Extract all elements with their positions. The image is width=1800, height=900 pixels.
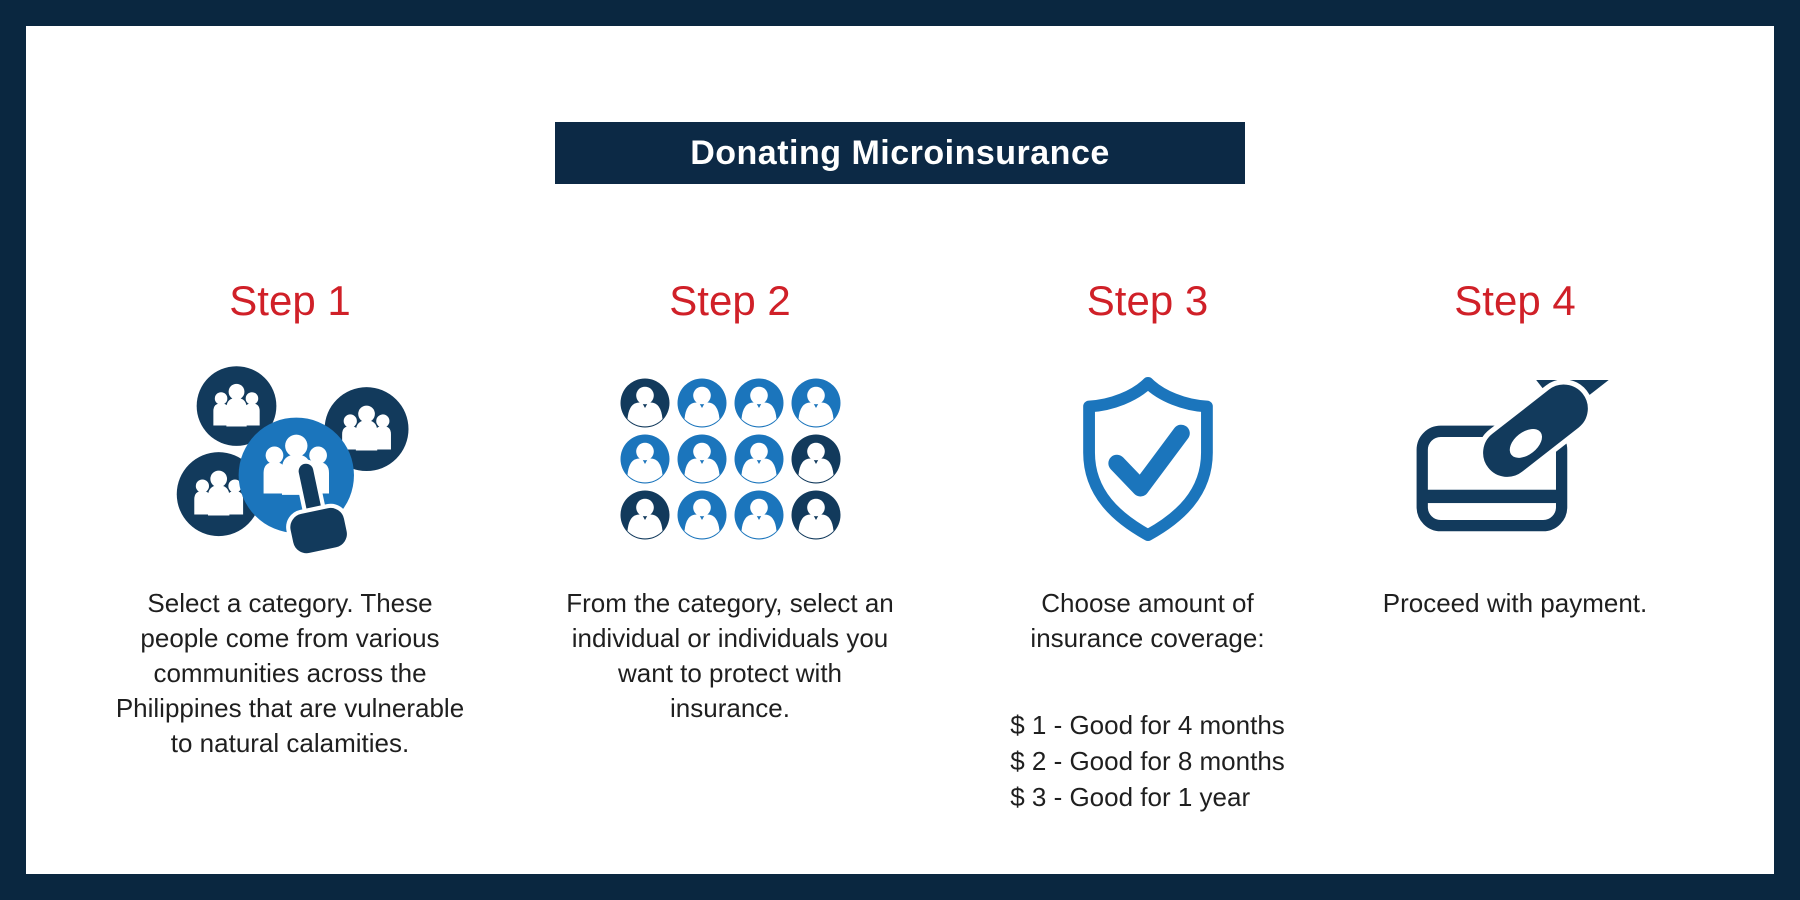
person-circle-icon: [673, 487, 730, 543]
page-title: Donating Microinsurance: [690, 133, 1110, 172]
step-2-label: Step 2: [669, 277, 791, 324]
people-grid-icon: [616, 375, 844, 543]
person-circle-icon: [616, 487, 673, 543]
step-1-label: Step 1: [229, 277, 351, 324]
person-circle-icon: [787, 487, 844, 543]
step-1-icon-wrap: [100, 354, 480, 564]
title-banner: Donating Microinsurance: [555, 122, 1245, 184]
coverage-option-1: $ 1 - Good for 4 months: [1010, 710, 1285, 740]
step-3-description: Choose amount of insurance coverage:: [1030, 588, 1265, 653]
person-circle-icon: [616, 375, 673, 431]
coverage-options: $ 1 - Good for 4 months $ 2 - Good for 8…: [1010, 707, 1285, 815]
person-circle-icon: [616, 431, 673, 487]
step-4-column: Step 4 Proceed with payment.: [1320, 276, 1710, 621]
person-circle-icon: [787, 431, 844, 487]
step-2-description: From the category, select an individual …: [566, 588, 894, 723]
person-circle-icon: [730, 375, 787, 431]
coverage-option-2: $ 2 - Good for 8 months: [1010, 746, 1285, 776]
step-3-icon-wrap: [950, 354, 1345, 564]
step-1-column: Step 1 Select a category. These people c…: [100, 276, 480, 761]
category-people-select-icon: [176, 366, 409, 556]
step-4-label: Step 4: [1454, 277, 1576, 324]
step-4-icon-wrap: [1320, 354, 1710, 564]
person-circle-icon: [730, 487, 787, 543]
shield-check-icon: [1082, 377, 1213, 541]
person-circle-icon: [730, 431, 787, 487]
person-circle-icon: [673, 375, 730, 431]
step-4-description: Proceed with payment.: [1382, 588, 1648, 618]
step-1-description: Select a category. These people come fro…: [115, 588, 465, 758]
coverage-option-3: $ 3 - Good for 1 year: [1010, 782, 1251, 812]
credit-card-payment-icon: [1416, 379, 1618, 531]
person-circle-icon: [787, 375, 844, 431]
step-3-column: Step 3 Choose amount of insurance covera…: [950, 276, 1345, 815]
step-2-icon-wrap: [535, 354, 925, 564]
person-circle-icon: [673, 431, 730, 487]
step-3-label: Step 3: [1086, 277, 1209, 324]
step-2-column: Step 2: [535, 276, 925, 726]
